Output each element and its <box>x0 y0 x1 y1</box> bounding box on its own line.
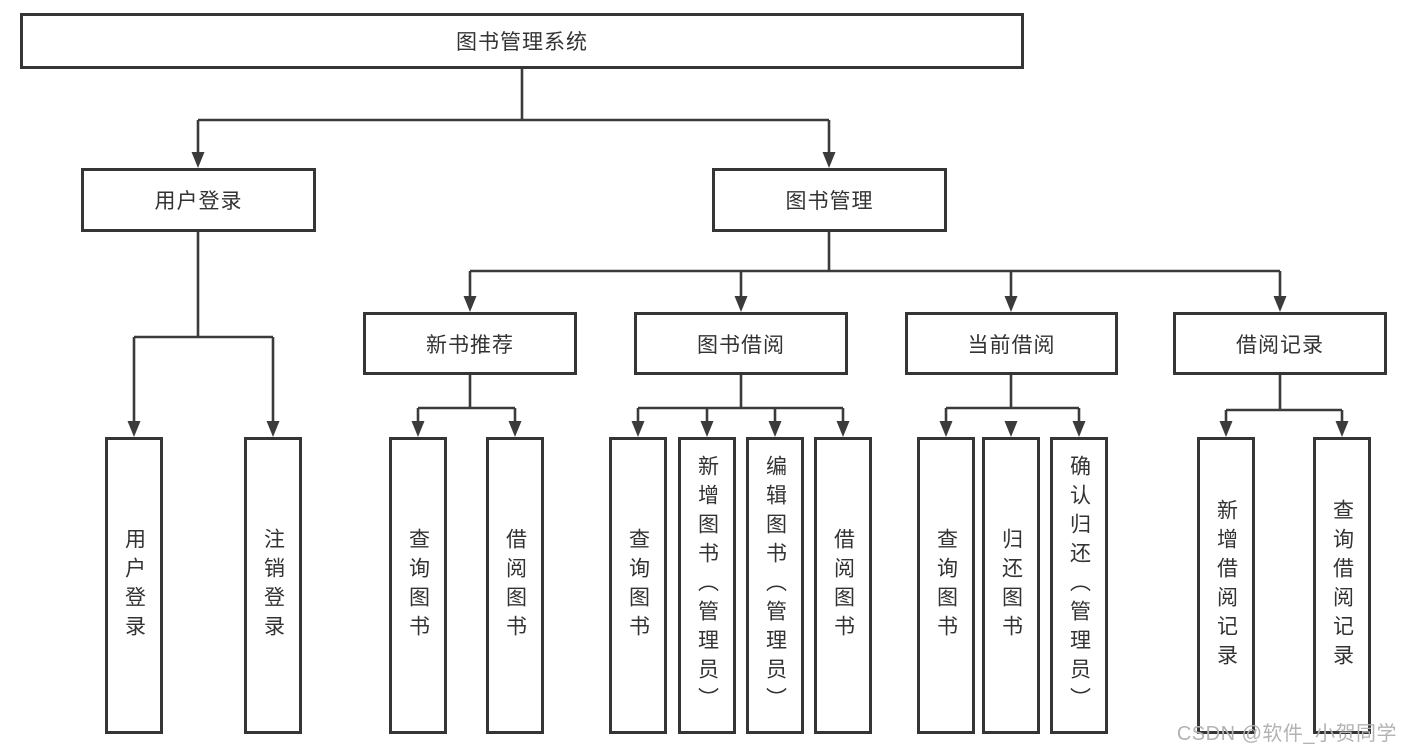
leaf-add-borrow-record: 新增借阅记录 <box>1197 437 1255 734</box>
node-current-borrow-label: 当前借阅 <box>967 333 1056 357</box>
leaf-add-books-admin-label: 新增图书（管理员） <box>695 455 719 716</box>
leaf-query-books-current-label: 查询图书 <box>934 527 958 644</box>
leaf-borrow-books-recommend-label: 借阅图书 <box>503 527 527 644</box>
leaf-logout-label: 注销登录 <box>261 527 285 644</box>
leaf-borrow-books: 借阅图书 <box>814 437 872 734</box>
leaf-query-books-recommend-label: 查询图书 <box>406 527 430 644</box>
node-book-management: 图书管理 <box>712 168 947 232</box>
connector-mgmt-to-level3 <box>463 232 1287 312</box>
leaf-query-books-recommend: 查询图书 <box>389 437 447 734</box>
leaf-query-books-borrow-label: 查询图书 <box>626 527 650 644</box>
leaf-return-books-label: 归还图书 <box>999 527 1023 644</box>
node-borrow-records-label: 借阅记录 <box>1236 333 1324 357</box>
leaf-borrow-books-label: 借阅图书 <box>831 527 855 644</box>
leaf-borrow-books-recommend: 借阅图书 <box>486 437 544 734</box>
node-book-borrow: 图书借阅 <box>634 312 848 375</box>
leaf-user-login: 用户登录 <box>105 437 163 734</box>
connector-records-to-leaves <box>1219 375 1349 437</box>
leaf-query-borrow-record: 查询借阅记录 <box>1313 437 1371 734</box>
connector-login-to-leaves <box>127 232 280 437</box>
leaf-confirm-return-admin-label: 确认归还（管理员） <box>1067 455 1091 716</box>
connector-borrow-to-leaves <box>631 375 850 437</box>
leaf-user-login-label: 用户登录 <box>122 527 146 644</box>
csdn-watermark: CSDN @软件_小贺同学 <box>1176 723 1397 745</box>
leaf-return-books: 归还图书 <box>982 437 1040 734</box>
node-user-login-label: 用户登录 <box>154 190 243 213</box>
leaf-add-borrow-record-label: 新增借阅记录 <box>1214 498 1238 673</box>
node-new-book-recommend-label: 新书推荐 <box>426 333 514 357</box>
node-book-borrow-label: 图书借阅 <box>697 333 785 357</box>
leaf-query-books-current: 查询图书 <box>917 437 975 734</box>
node-root-system: 图书管理系统 <box>20 13 1024 69</box>
leaf-edit-books-admin: 编辑图书（管理员） <box>746 437 804 734</box>
node-book-management-label: 图书管理 <box>785 190 874 213</box>
node-root-label: 图书管理系统 <box>456 31 588 54</box>
node-new-book-recommend: 新书推荐 <box>363 312 577 375</box>
leaf-query-books-borrow: 查询图书 <box>609 437 667 734</box>
connector-current-to-leaves <box>939 375 1086 437</box>
leaf-add-books-admin: 新增图书（管理员） <box>678 437 736 734</box>
node-user-login: 用户登录 <box>81 168 316 232</box>
leaf-confirm-return-admin: 确认归还（管理员） <box>1050 437 1108 734</box>
connector-root-to-level2 <box>191 69 836 168</box>
node-borrow-records: 借阅记录 <box>1173 312 1387 375</box>
connector-recommend-to-leaves <box>411 375 522 437</box>
node-current-borrow: 当前借阅 <box>905 312 1118 375</box>
leaf-edit-books-admin-label: 编辑图书（管理员） <box>763 455 787 716</box>
leaf-query-borrow-record-label: 查询借阅记录 <box>1330 498 1354 673</box>
leaf-logout: 注销登录 <box>244 437 302 734</box>
